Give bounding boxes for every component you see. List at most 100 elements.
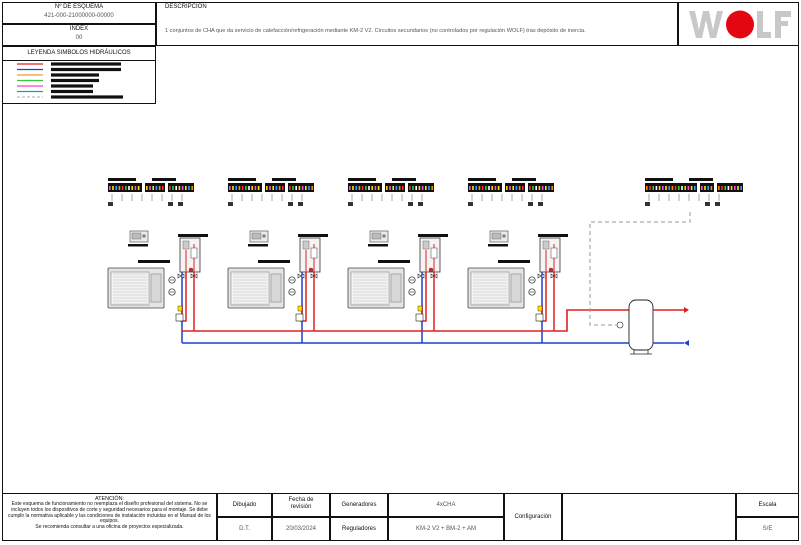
controller-label-bar [368,244,388,247]
valve [537,273,545,279]
terminal-plug [468,202,473,206]
terminal-pin [512,186,514,190]
terminal-pin [188,186,190,190]
terminal-pin [541,186,544,190]
terminal-pin [308,186,310,190]
terminal-pin [469,186,471,190]
terminal-pin [718,186,720,190]
terminal-pin [229,186,231,190]
scale-label: Escala [758,502,777,508]
terminal-pin [292,186,294,190]
terminal-pin [392,186,394,190]
terminal-pin [368,186,370,190]
attention-title: ATENCIÓN: [95,496,124,502]
generator-group-4 [467,178,568,343]
safety-valve [177,305,183,312]
terminal-pin [662,186,664,190]
heat-pump-side-panel [390,273,402,303]
terminal-pin [178,186,181,190]
terminal-pin [535,186,537,190]
terminal-pin [701,186,703,190]
controller-screen [131,232,142,240]
terminal-pin [671,186,674,190]
drawn-value-cell: D.T. [217,517,272,541]
heat-pump-label-bar [138,260,170,263]
terminal-pin [275,186,278,190]
terminal-pin [191,186,193,190]
terminal-block [288,183,314,192]
supply-pipe [180,272,187,322]
tank-sensor [616,321,624,329]
controller-screen [491,232,502,240]
terminal-pin [421,186,424,190]
terminal-block [385,183,405,192]
valve [430,273,438,279]
supply-pipe [300,272,307,322]
terminal-pin [509,186,511,190]
terminal-block [265,183,285,192]
module-exchanger [430,247,438,259]
terminal-title-bar [272,178,296,181]
heat-pump-side-panel [510,273,522,303]
terminal-pin [494,186,497,190]
terminal-pin [684,186,686,190]
terminal-pin [649,186,651,190]
terminal-pin [352,186,354,190]
config-label: Configuración [514,514,552,520]
terminal-plug [228,202,233,206]
buffer-tank-group [616,299,689,355]
description-text: 1 conjuntos de CHA que da servicio de ca… [165,28,586,34]
terminal-pin [721,186,723,190]
terminal-pin [134,186,137,190]
buffer-tank [628,299,654,351]
terminal-pin [431,186,433,190]
terminal-pin [125,186,127,190]
valve [310,273,318,279]
main-supply-header [182,309,629,332]
description-label: DESCRIPCIÓN [165,4,207,10]
terminal-pin [301,186,304,190]
terminal-pin [389,186,391,190]
valve [190,273,198,279]
legend-text-bar [51,78,99,83]
terminal-pin [690,186,693,190]
sensor [548,267,554,273]
valve [297,273,305,279]
scale-label-cell: Escala [736,493,799,517]
sensor [188,267,194,273]
terminal-pin [532,186,534,190]
terminal-pin [238,186,241,190]
heat-pump-grille [110,271,150,306]
terminal-pin [158,186,161,190]
terminal-pin [529,186,531,190]
terminal-pin [415,186,417,190]
terminal-pin [655,186,658,190]
terminal-pin [109,186,111,190]
module-display [542,240,550,250]
terminal-pin [185,186,187,190]
terminal-pin [545,186,547,190]
regulators-label-cell: Reguladores [330,517,388,541]
safety-valve [417,305,423,312]
regulators-value: KM-2 V2 + BM-2 + AM [415,526,477,532]
terminal-plug [645,202,650,206]
module-label-bar [178,234,208,237]
legend-box: LEYENDA SIMBOLOS HIDRÁULICOS [2,46,156,104]
terminal-plug [178,202,183,206]
terminal-pin [169,186,171,190]
secondary-supply-arrow [684,307,689,313]
secondary-return-arrow [684,340,689,346]
valve [417,273,425,279]
module-exchanger [310,247,318,259]
wolf-logo-circle [726,10,754,39]
terminal-pin [409,186,411,190]
terminal-plug [705,202,710,206]
controller-knob [502,234,506,238]
revision-value-cell: 20/03/2024 [272,517,330,541]
heat-pump-side-panel [150,273,162,303]
sensor [308,267,314,273]
terminal-pin [149,186,151,190]
terminal-pin [361,186,364,190]
terminal-pin [646,186,648,190]
terminal-title-bar [468,178,496,181]
